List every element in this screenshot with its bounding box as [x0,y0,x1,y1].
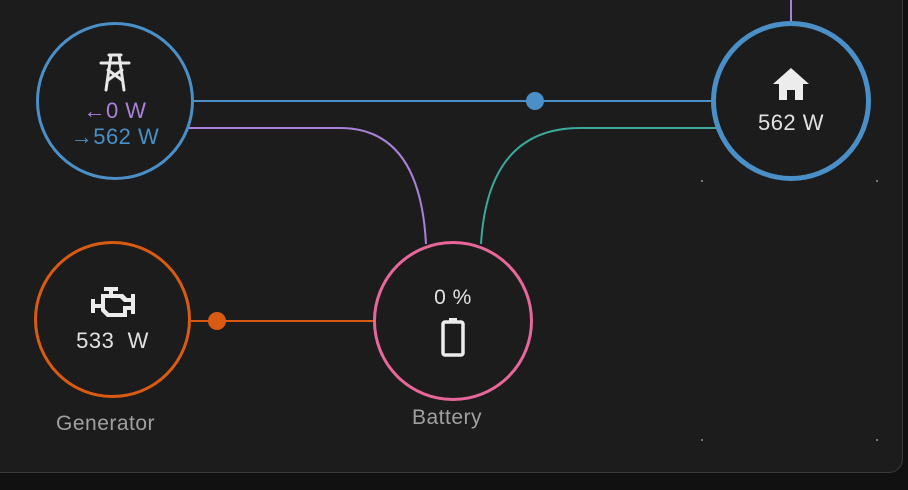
divider-dot [876,439,878,441]
battery-node[interactable]: 0 % [373,241,533,401]
flow-generator-to-battery-dot [208,312,226,330]
battery-soc-value: 0 % [434,286,472,309]
home-consumption-value: 562 W [757,110,825,135]
divider-dot [701,439,703,441]
grid-export-value: 0 W [105,98,147,123]
home-node[interactable]: 562 W [711,21,871,181]
grid-import-reading: →562 W [71,124,160,150]
grid-export-reading: ←0 W [83,98,146,124]
divider-dot [701,180,703,182]
divider-dot [876,180,878,182]
engine-icon [90,286,135,317]
generator-label: Generator [56,412,156,435]
flow-battery-to-home-line [480,127,716,245]
battery-outline-icon [441,318,465,357]
generator-power-value: 533 W [76,327,149,353]
home-icon [773,68,809,100]
generator-node[interactable]: 533 W [34,241,191,398]
arrow-left-icon: ← [83,98,106,123]
flow-grid-to-battery-line [188,127,427,245]
grid-node[interactable]: ←0 W →562 W [36,22,194,180]
flow-grid-to-home-dot [526,92,544,110]
transmission-tower-icon [99,53,131,92]
grid-import-value: 562 W [93,124,160,149]
battery-label: Battery [412,406,483,429]
arrow-right-icon: → [70,124,94,149]
